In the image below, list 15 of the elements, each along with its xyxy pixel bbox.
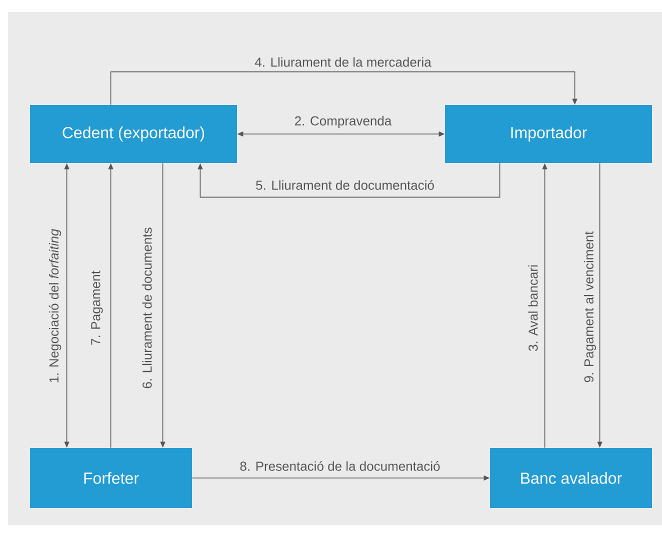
edge-label: 2. Compravenda: [295, 116, 392, 128]
edge-label: 5. Lliurament de documentació: [256, 180, 434, 190]
edge-label: 6. Lliurament de documents: [142, 228, 152, 388]
edge-label: 4. Lliurament de la mercaderia: [254, 57, 432, 67]
process-box: Importador: [445, 105, 652, 163]
process-box: Cedent (exportador): [30, 105, 237, 163]
process-box: Banc avalador: [490, 448, 652, 508]
process-box: Forfeter: [30, 448, 192, 508]
edge-label: 7. Pagament: [91, 270, 103, 345]
arrow: [110, 71, 578, 106]
edge-label: 8. Presentació de la documentació: [240, 461, 440, 471]
arrow: [198, 162, 500, 198]
edge-label: 3. Aval bancari: [528, 265, 538, 351]
edge-label: 9. Pagament al venciment: [584, 231, 596, 382]
edge-label: 1. Negociació del forfaiting: [48, 228, 62, 382]
